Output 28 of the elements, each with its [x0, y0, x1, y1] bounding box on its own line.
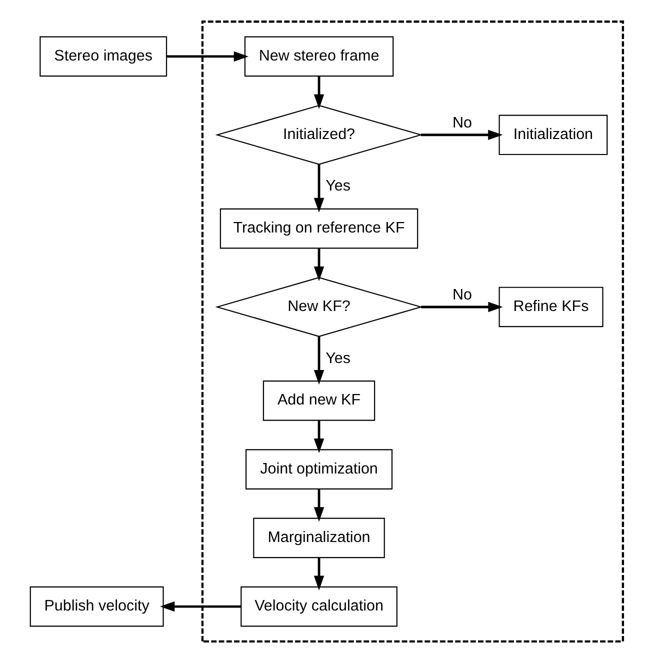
arrow [314, 248, 324, 282]
node-box: Joint optimization [246, 449, 393, 490]
arrow [314, 76, 324, 109]
node-box: Refine KFs [498, 286, 604, 328]
arrow [314, 558, 324, 590]
edge-label: No [452, 286, 472, 304]
arrow [314, 489, 324, 522]
edge-label: No [452, 114, 472, 132]
node-box: Marginalization [253, 518, 385, 558]
cluster [201, 20, 624, 642]
arrow [314, 164, 324, 212]
arrow [421, 130, 503, 140]
node-box: Publish velocity [30, 586, 164, 627]
arrow [166, 51, 248, 62]
node-diamond: Initialized? [215, 104, 423, 165]
node-box: New stereo frame [244, 36, 394, 77]
node-box: Stereo images [40, 36, 168, 77]
node-box: Add new KF [262, 380, 376, 421]
arrow [421, 302, 503, 312]
node-box: Initialization [498, 114, 608, 156]
node-box: Tracking on reference KF [220, 208, 418, 249]
arrow [160, 601, 242, 612]
arrow [314, 420, 324, 454]
node-diamond: New KF? [215, 277, 423, 337]
node-box: Velocity calculation [240, 586, 398, 627]
edge-label: Yes [326, 178, 350, 195]
edge-label: Yes [326, 350, 350, 367]
arrow [314, 336, 324, 385]
